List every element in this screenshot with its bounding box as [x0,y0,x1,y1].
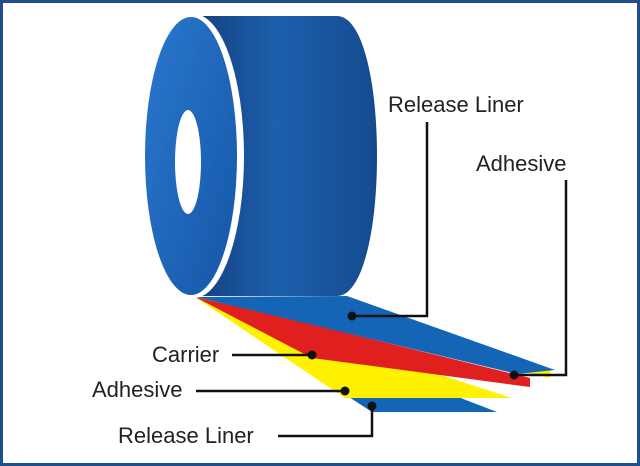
strip-release-liner-top [195,296,555,374]
leader-release-liner-top [352,122,429,318]
dot-adhesive-bottom [340,386,350,396]
tape-roll [144,14,377,298]
label-adhesive-bottom: Adhesive [92,377,183,402]
dot-release-liner-top [347,311,357,321]
label-carrier: Carrier [152,342,219,367]
roll-body [194,16,377,296]
roll-core-hole [175,110,201,214]
leader-adhesive-top [514,180,568,377]
label-release-liner-bottom: Release Liner [118,423,254,448]
label-release-liner-top: Release Liner [388,92,524,117]
label-adhesive-top: Adhesive [476,151,567,176]
dot-carrier [307,350,317,360]
leader-lines [196,122,568,438]
leader-release-liner-bottom [278,406,374,438]
dot-adhesive-top [509,370,519,380]
strip-carrier [195,296,530,387]
dot-release-liner-bottom [367,401,377,411]
tape-strip [195,296,555,412]
leader-dots [307,311,519,411]
